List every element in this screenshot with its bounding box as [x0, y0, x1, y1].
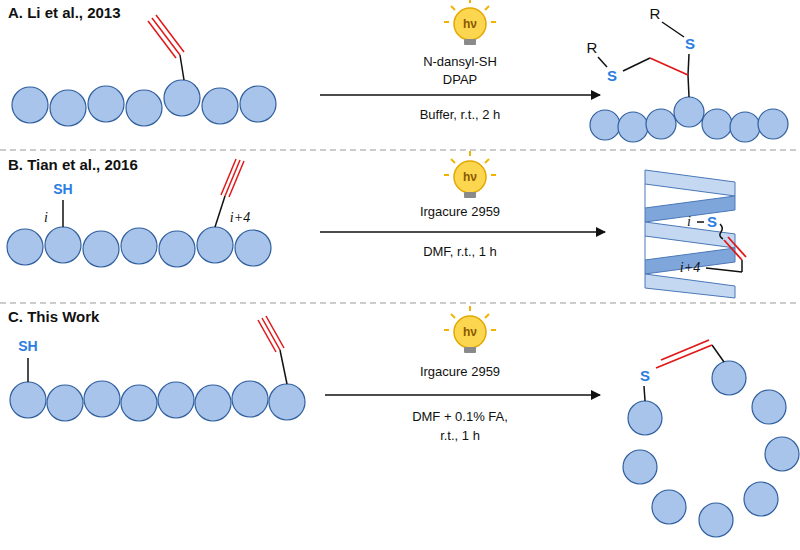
reagent: DPAP [443, 73, 477, 88]
sulfur-atom: S [707, 213, 717, 230]
sulfur-atom: S [640, 367, 650, 384]
sulfur-atom: S [685, 35, 695, 52]
panel-title: A. Li et al., 2013 [8, 4, 121, 21]
condition: DMF + 0.1% FA, [412, 410, 508, 425]
condition: Buffer, r.t., 2 h [420, 108, 501, 123]
thiol-group: SH [53, 181, 72, 197]
thiol-group: SH [18, 338, 37, 354]
panel-title: C. This Work [8, 308, 99, 325]
reagent: Irgacure 2959 [420, 205, 500, 220]
light-symbol: hν [463, 18, 477, 32]
substituent: R [650, 5, 661, 22]
reagent: N-dansyl-SH [423, 55, 497, 70]
substituent: R [587, 39, 598, 56]
residue-index: i+4 [680, 260, 700, 276]
panel-title: B. Tian et al., 2016 [8, 156, 138, 173]
residue-index: i [687, 214, 691, 230]
reagent: Irgacure 2959 [420, 365, 500, 380]
condition: r.t., 1 h [440, 429, 480, 444]
light-symbol: hν [463, 326, 477, 340]
condition: DMF, r.t., 1 h [423, 245, 497, 260]
residue-index: i+4 [230, 210, 250, 226]
light-symbol: hν [463, 171, 477, 185]
residue-index: i [44, 210, 48, 226]
sulfur-atom: S [607, 67, 617, 84]
